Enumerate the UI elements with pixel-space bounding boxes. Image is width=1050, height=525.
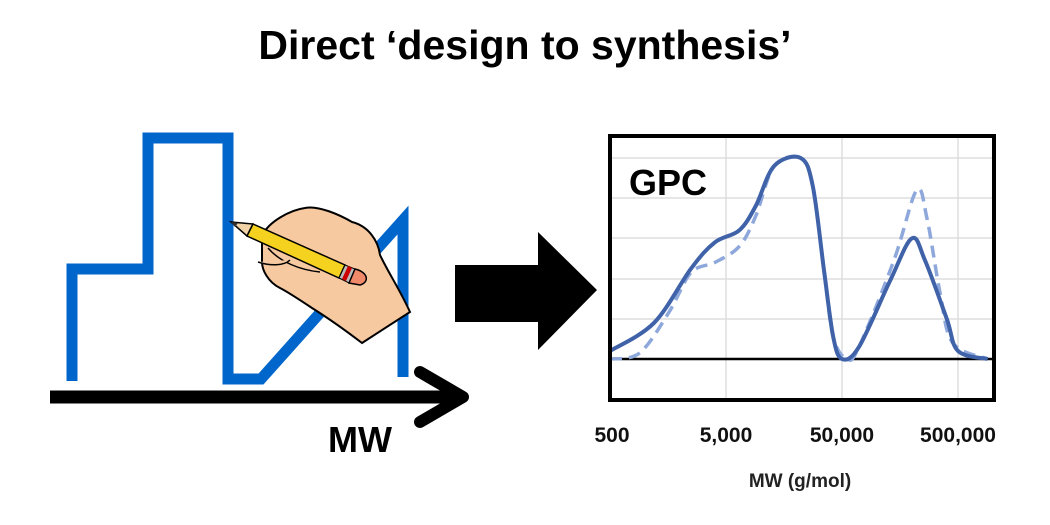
- x-tick-label: 5,000: [700, 424, 753, 447]
- chart-title: GPC: [629, 162, 707, 203]
- mw-axis-label: MW: [328, 419, 392, 460]
- x-tick-labels: 500 5,000 50,000 500,000: [594, 424, 995, 447]
- page-title: Direct ‘design to synthesis’: [258, 22, 792, 68]
- series-synthesized-line: [609, 154, 989, 362]
- chart-frame: [608, 134, 996, 402]
- series-designed-line: [608, 154, 989, 362]
- x-tick-label: 50,000: [810, 424, 874, 447]
- gpc-chart: GPC 500 5,000 50,000 500,000 MW (g/mol): [594, 134, 996, 492]
- hand-drawing-icon: [228, 206, 412, 345]
- pencil-icon: [228, 221, 367, 286]
- x-tick-label: 500,000: [920, 424, 996, 447]
- x-tick-label: 500: [594, 424, 629, 447]
- arrowhead: [414, 366, 469, 428]
- mw-axis-arrow: [50, 366, 469, 428]
- x-axis-label: MW (g/mol): [749, 471, 851, 492]
- process-arrow-icon: [455, 232, 597, 350]
